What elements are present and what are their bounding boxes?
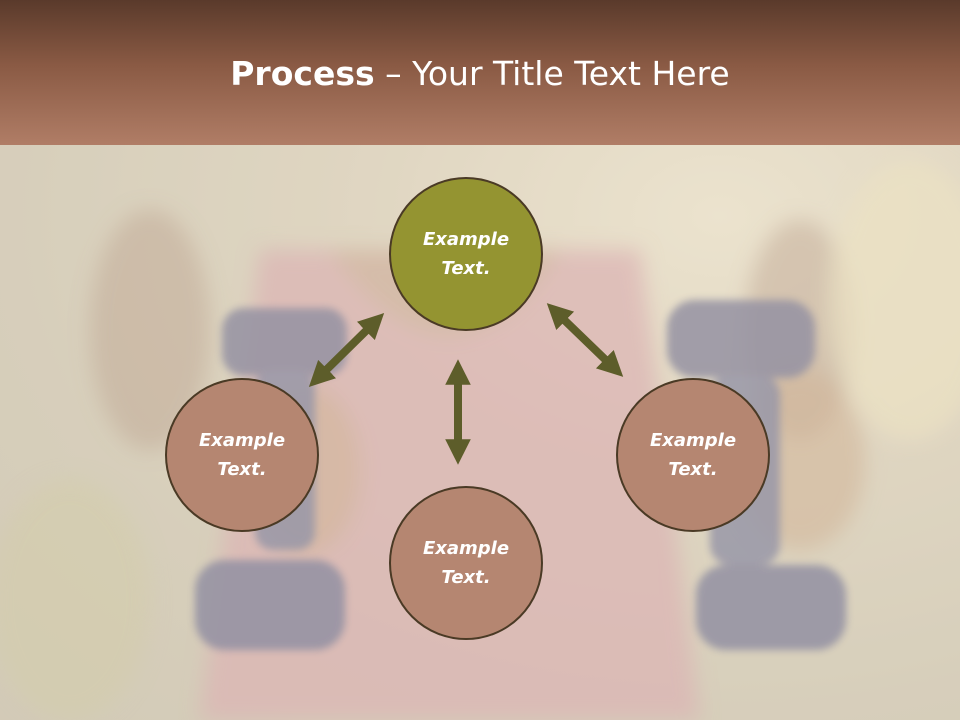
node-bottom: Example Text.	[389, 486, 543, 640]
slide-title: Process – Your Title Text Here	[0, 52, 960, 96]
title-bold: Process	[230, 54, 375, 93]
node-right-label: Example Text.	[649, 430, 737, 480]
arrow-top-right	[546, 303, 624, 377]
node-left: Example Text.	[165, 378, 319, 532]
node-bottom-label: Example Text.	[422, 538, 510, 588]
node-right: Example Text.	[616, 378, 770, 532]
title-rest: – Your Title Text Here	[374, 54, 730, 93]
node-top: Example Text.	[389, 177, 543, 331]
node-left-label: Example Text.	[198, 430, 286, 480]
arrow-top-left	[308, 313, 385, 387]
title-bar: Process – Your Title Text Here	[0, 0, 960, 145]
node-top-label: Example Text.	[422, 229, 510, 279]
